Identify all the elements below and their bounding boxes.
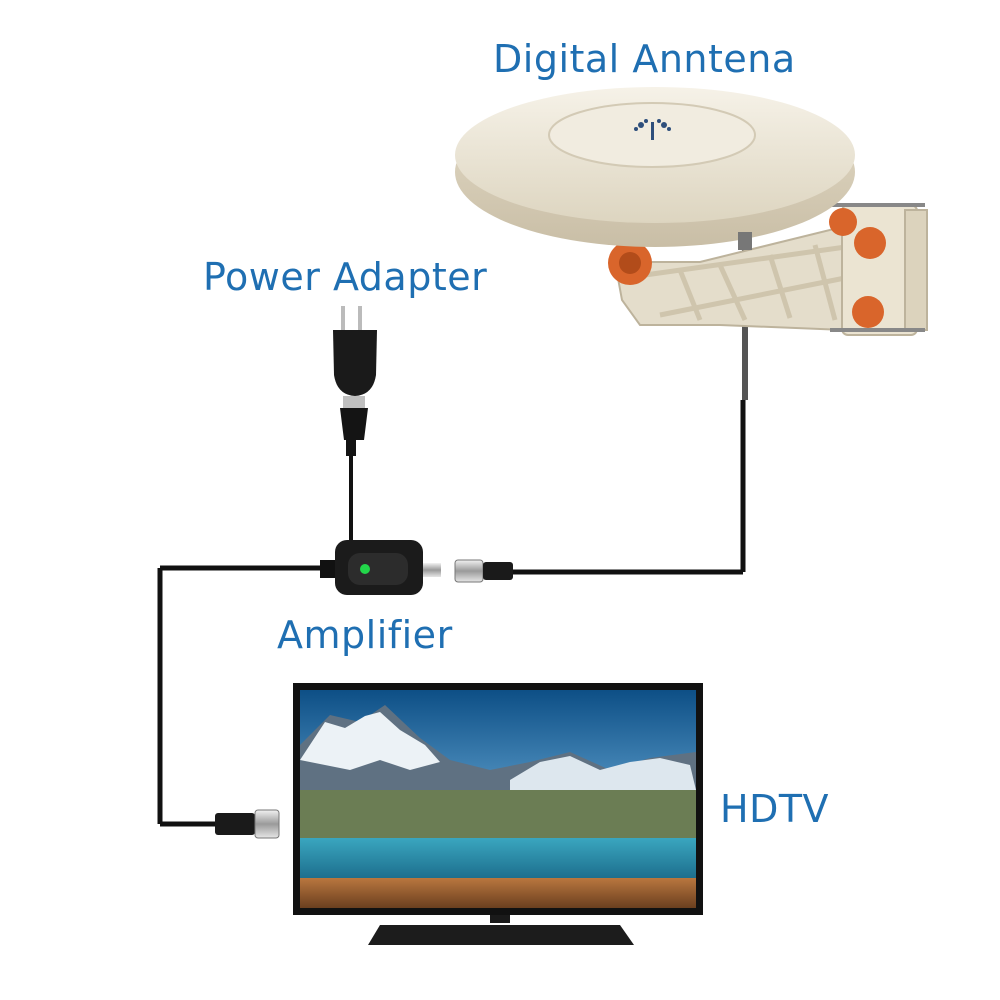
power-adapter-label: Power Adapter (203, 255, 488, 299)
antenna-logo-icon (634, 119, 671, 140)
hdtv (293, 683, 703, 945)
amplifier (320, 540, 513, 595)
mounting-bracket (608, 203, 928, 336)
tv-coax-connector (215, 809, 280, 839)
power-led-icon (360, 564, 370, 574)
digital-antenna (455, 87, 855, 250)
hdtv-label: HDTV (720, 787, 830, 831)
tv-screen-landscape (300, 690, 696, 908)
antenna-label: Digital Anntena (493, 37, 796, 81)
bracket-knob (829, 208, 857, 236)
bracket-knob (608, 241, 652, 285)
power-adapter (333, 306, 377, 456)
coax-cable-amplifier-to-tv (157, 565, 330, 827)
amplifier-label: Amplifier (277, 613, 453, 657)
bracket-knob (852, 296, 884, 328)
bracket-knob (854, 227, 886, 259)
